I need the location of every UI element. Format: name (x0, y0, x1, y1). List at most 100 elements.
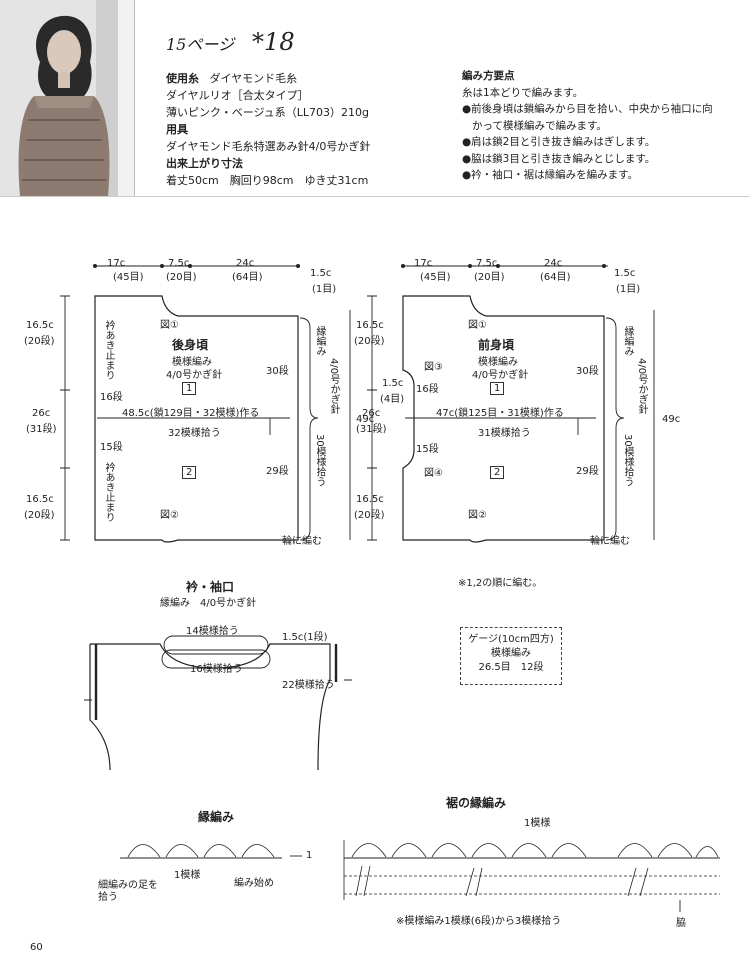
page-number: 60 (30, 942, 43, 953)
edging-pattern-repeat: 1模様 (174, 870, 201, 881)
front-ref-fig2: 図② (468, 510, 487, 521)
front-h3-rows: (20段) (354, 510, 385, 521)
back-step-2: 2 (182, 466, 197, 479)
instruction-line: かって模様編みで編みます。 (472, 119, 607, 132)
instruction-line: ●衿・袖口・裾は縁編みを編みます。 (462, 169, 639, 181)
back-pick-up: 32模様拾う (168, 428, 221, 439)
gauge-stitch: 模様編み (491, 648, 531, 659)
yarn-color: 薄いピンク・ベージュ系（LL703）210g (166, 106, 370, 119)
front-body-outline (402, 295, 605, 543)
back-rows-29: 29段 (266, 466, 289, 477)
front-side-width-sts: (4目) (380, 394, 405, 405)
edging-row-number: 1 (306, 850, 313, 861)
size-label: 出来上がり寸法 (166, 157, 243, 170)
gauge-title: ゲージ(10cm四方) (468, 634, 554, 645)
front-step-2: 2 (490, 466, 505, 479)
back-width-4-sts: (1目) (312, 284, 337, 295)
back-rows-15: 15段 (100, 442, 123, 453)
front-width-3-sts: (64目) (540, 272, 571, 283)
size-text: 着丈50cm 胸回り98cm ゆき丈31cm (166, 174, 369, 187)
back-h2: 26c (32, 408, 51, 419)
instruction-line: ●前後身頃は鎖編みから目を拾い、中央から袖口に向 (462, 103, 713, 115)
page-reference: 15ページ*18 (166, 28, 295, 56)
collar-pick-16: 16模様拾う (190, 664, 243, 675)
front-width-1-sts: (45目) (420, 272, 451, 283)
model-photo (0, 0, 135, 196)
front-rows-16: 16段 (416, 384, 439, 395)
front-rows-30: 30段 (576, 366, 599, 377)
yarn-brand: ダイヤモンド毛糸 (209, 72, 298, 85)
back-work-in-round: 輪に編む (282, 536, 322, 547)
hem-note: ※模様編み1模様(6段)から3模様拾う (396, 916, 562, 927)
front-hook: 4/0号かぎ針 (472, 370, 529, 381)
back-stitch: 模様編み (172, 357, 212, 368)
instruction-line: ●脇は鎖3目と引き抜き編みとじします。 (462, 152, 656, 165)
front-h2-rows: (31段) (356, 424, 387, 435)
back-width-1: 17c (107, 258, 126, 269)
front-rows-15: 15段 (416, 444, 439, 455)
front-side-width: 1.5c (382, 378, 404, 389)
front-width-2-sts: (20目) (474, 272, 505, 283)
front-pick-up: 31模様拾う (478, 428, 531, 439)
cuff-pick-22: 22模様拾う (282, 680, 335, 691)
front-edging-pick: 30模様拾う (622, 434, 633, 487)
back-h2-rows: (31段) (26, 424, 57, 435)
instruction-line: ●肩は鎖2目と引き抜き編みはぎします。 (462, 136, 656, 148)
front-width-2: 7.5c (476, 258, 498, 269)
materials-block: 使用糸 ダイヤモンド毛糸 ダイヤルリオ［合太タイプ］ 薄いピンク・ベージュ系（L… (166, 70, 370, 189)
header-divider (0, 196, 750, 197)
edging-pickup-note: 細編みの足を拾う (98, 880, 158, 903)
back-h1-rows: (20段) (24, 336, 55, 347)
hem-side-label: 脇 (676, 918, 686, 929)
back-neck-stop-top: 衿あき止まり (103, 320, 114, 380)
gauge-box: ゲージ(10cm四方) 模様編み 26.5目 12段 (460, 627, 562, 685)
page-ref-text: 15ページ (166, 35, 235, 54)
collar-pick-14: 14模様拾う (186, 626, 239, 637)
back-width-1-sts: (45目) (113, 272, 144, 283)
back-body-outline (94, 295, 299, 543)
back-width-4: 1.5c (310, 268, 332, 279)
collar-width: 1.5c(1段) (282, 632, 328, 643)
back-edging: 縁編み (314, 326, 325, 356)
front-step-1: 1 (490, 382, 505, 395)
edging-title: 縁編み (198, 810, 235, 824)
tools-text: ダイヤモンド毛糸特選あみ針4/0号かぎ針 (166, 140, 371, 153)
yarn-name: ダイヤルリオ［合太タイプ］ (166, 89, 309, 102)
back-width-2: 7.5c (168, 258, 190, 269)
back-edging-hook: 4/0号かぎ針 (328, 358, 339, 415)
front-edging: 縁編み (622, 326, 633, 356)
back-h1: 16.5c (26, 320, 54, 331)
instructions-title: 編み方要点 (462, 70, 515, 82)
instructions-block: 編み方要点 糸は1本どりで編みます。 ●前後身頃は鎖編みから目を拾い、中央から袖… (462, 68, 713, 184)
back-h3: 16.5c (26, 494, 54, 505)
back-h3-rows: (20段) (24, 510, 55, 521)
back-chain-cast-on: 48.5c(鎖129目・32模様)作る (122, 408, 260, 419)
front-work-in-round: 輪に編む (590, 536, 630, 547)
collar-subtitle: 縁編み 4/0号かぎ針 (160, 598, 257, 609)
front-stitch: 模様編み (478, 357, 518, 368)
front-width-4-sts: (1目) (616, 284, 641, 295)
back-width-3: 24c (236, 258, 255, 269)
order-note: ※1,2の順に編む。 (458, 578, 543, 589)
tools-label: 用具 (166, 123, 188, 136)
back-width-2-sts: (20目) (166, 272, 197, 283)
back-width-3-sts: (64目) (232, 272, 263, 283)
yarn-label: 使用糸 (166, 72, 199, 85)
front-width-1: 17c (414, 258, 433, 269)
hem-pattern-repeat: 1模様 (524, 818, 551, 829)
front-rows-29: 29段 (576, 466, 599, 477)
front-width-4: 1.5c (614, 268, 636, 279)
back-title: 後身頃 (172, 338, 209, 352)
front-h2: 26c (362, 408, 381, 419)
back-step-1: 1 (182, 382, 197, 395)
front-edging-hook: 4/0号かぎ針 (636, 358, 647, 415)
front-h1-rows: (20段) (354, 336, 385, 347)
back-edging-pick: 30模様拾う (314, 434, 325, 487)
instruction-line: 糸は1本どりで編みます。 (462, 86, 584, 99)
edging-start: 編み始め (234, 878, 274, 889)
back-neck-stop-bottom: 衿あき止まり (103, 462, 114, 522)
back-ref-fig2: 図② (160, 510, 179, 521)
front-width-3: 24c (544, 258, 563, 269)
collar-title: 衿・袖口 (186, 580, 235, 594)
front-chain-cast-on: 47c(鎖125目・31模様)作る (436, 408, 564, 419)
